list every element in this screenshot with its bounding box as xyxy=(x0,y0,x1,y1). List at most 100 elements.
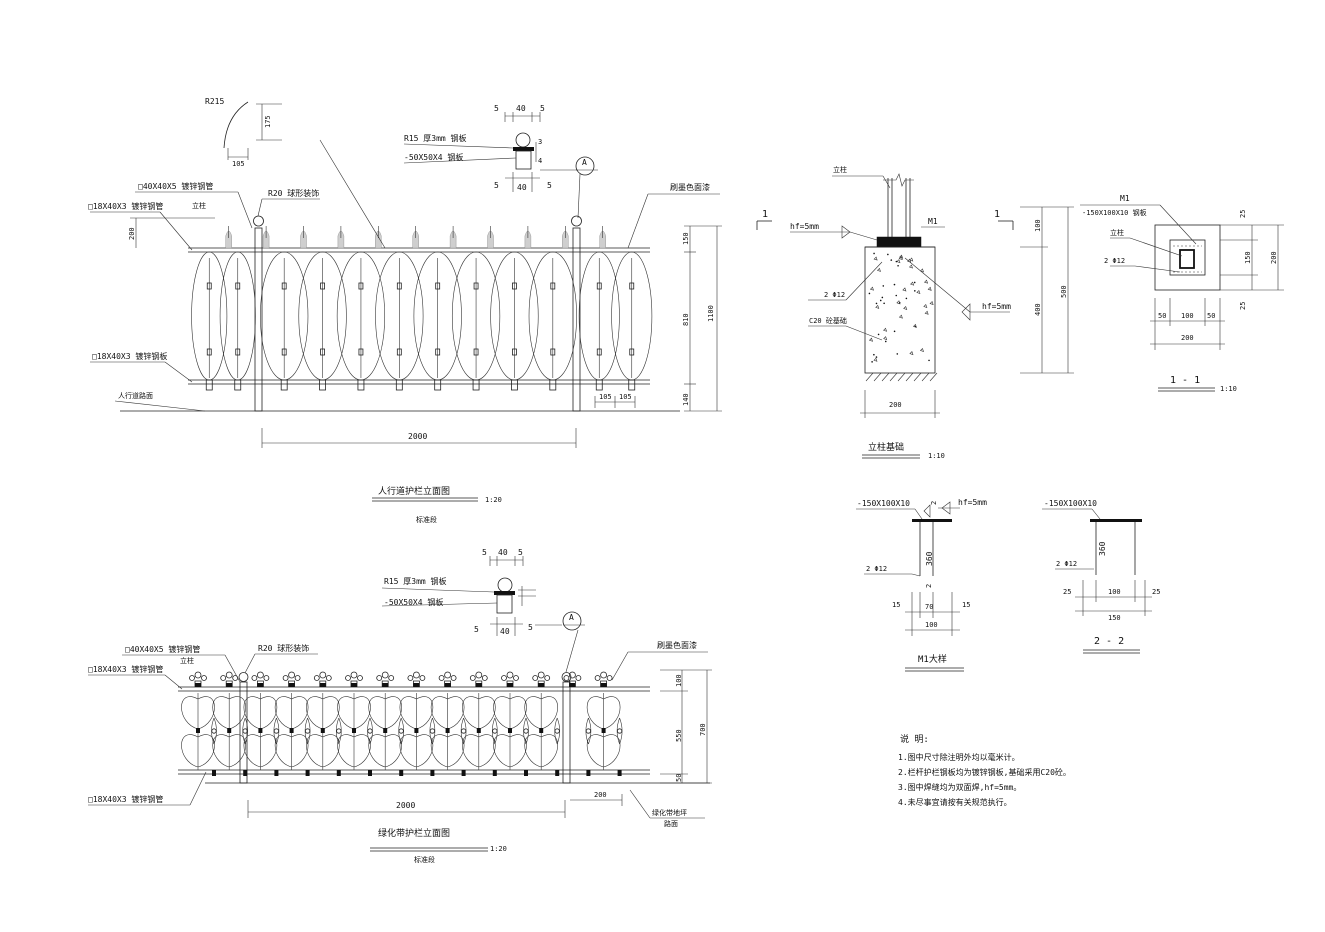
s22-label-100: 100 xyxy=(1108,588,1121,596)
detail2-angle: -50X50X4 钢板 xyxy=(384,597,443,607)
f-label-400: 400 xyxy=(1034,303,1042,316)
detail2-ball-plate: R15 厚3mm 钢板 xyxy=(384,576,447,586)
d2-label-700: 700 xyxy=(699,723,707,736)
section-mark-a1 xyxy=(575,156,595,176)
d2-label-2000: 2000 xyxy=(396,801,415,810)
f-label-rebar: 2 Φ12 xyxy=(824,291,845,299)
d2-label-550: 550 xyxy=(675,729,683,742)
d2-label-top-rail: □18X40X3 镀锌钢管 xyxy=(88,664,163,674)
detail2-d40: 40 xyxy=(498,548,508,557)
s11-label-150: 150 xyxy=(1244,251,1252,264)
heart-pattern xyxy=(181,693,623,776)
foundation-title: 立柱基础 xyxy=(868,441,904,453)
m1-detail: -150X100X10 2 hf=5mm 2 Φ12 360 2 15 70 1… xyxy=(856,498,987,672)
label-ball: R20 球形装饰 xyxy=(268,188,319,198)
d2-label-post-pipe: □40X40X5 镀锌钢管 xyxy=(125,644,200,654)
s22-label-rebar: 2 Φ12 xyxy=(1056,560,1077,568)
drawing2-scale: 1:20 xyxy=(490,845,507,853)
note-item-1: 1.图中尺寸除注明外均以毫米计。 xyxy=(898,752,1020,762)
label-105-top: 105 xyxy=(232,160,245,168)
plate-outline xyxy=(1154,224,1221,291)
ornament-pattern xyxy=(191,251,653,391)
fleur-row xyxy=(189,671,613,687)
label-bottom-rail: □18X40X3 镀锌钢板 xyxy=(92,351,167,361)
f-label-post: 立柱 xyxy=(833,165,847,174)
label-r215: R215 xyxy=(205,97,224,106)
d2-label-ground1: 绿化带地坪 xyxy=(652,808,687,817)
detail1-d5d: 5 xyxy=(547,181,552,190)
m1-label-15a: 15 xyxy=(892,601,900,609)
s11-scale: 1:10 xyxy=(1220,385,1237,393)
d2-label-bottom-rail: □18X40X3 镀锌钢管 xyxy=(88,794,163,804)
label-200: 200 xyxy=(128,227,136,240)
s22-label-25b: 25 xyxy=(1152,588,1160,596)
notes-heading: 说 明: xyxy=(900,733,929,745)
d2-label-50: 50 xyxy=(675,774,683,782)
label-175: 175 xyxy=(264,115,272,128)
s11-label-25a: 25 xyxy=(1239,210,1247,218)
f-label-concrete: C20 砼基础 xyxy=(809,316,847,325)
detail2-mark-a: A xyxy=(569,613,574,622)
drawing1-title: 人行道护栏立面图 xyxy=(378,485,450,497)
ball2-right xyxy=(561,672,572,682)
foundation-scale: 1:10 xyxy=(928,452,945,460)
greenbelt-railing-elevation: □40X40X5 镀锌钢管 立柱 □18X40X3 镀锌钢管 R20 球形装饰 … xyxy=(88,640,712,864)
s11-title: 1 - 1 xyxy=(1170,375,1200,386)
drawing2-title: 绿化带护栏立面图 xyxy=(378,827,450,839)
s11-label-200v: 200 xyxy=(1270,251,1278,264)
s22-title: 2 - 2 xyxy=(1094,636,1124,647)
detail2-d5a: 5 xyxy=(482,548,487,557)
detail1-d5b: 5 xyxy=(540,104,545,113)
d2-label-ground2: 路面 xyxy=(664,819,678,828)
d2-label-paint: 刷墨色面漆 xyxy=(657,640,697,650)
d2-label-200: 200 xyxy=(594,791,607,799)
soil-hatch xyxy=(865,372,938,382)
post-section xyxy=(1179,249,1195,269)
ball2-left xyxy=(238,672,249,682)
detail1-d40: 40 xyxy=(516,104,526,113)
m1-label-weld: 2 xyxy=(930,501,938,505)
m1-title: M1大样 xyxy=(918,653,947,665)
m1-label-15b: 15 xyxy=(962,601,970,609)
label-top-rail: □18X40X3 镀锌钢管 xyxy=(88,201,163,211)
label-105b: 105 xyxy=(619,393,632,401)
label-810: 810 xyxy=(682,313,690,326)
section-1-1: M1 -150X100X10 钢板 立柱 2 Φ12 25 150 200 25… xyxy=(1080,194,1284,393)
detail1-angle: -50X50X4 钢板 xyxy=(404,152,463,162)
label-2000: 2000 xyxy=(408,432,427,441)
note-item-4: 4.未尽事宜请按有关规范执行。 xyxy=(898,797,1012,807)
detail2-d5c: 5 xyxy=(474,625,479,634)
s22-label-360: 360 xyxy=(1098,541,1107,556)
d2-label-100: 100 xyxy=(675,674,683,687)
f-label-100: 100 xyxy=(1034,219,1042,232)
detail1-d40b: 40 xyxy=(517,183,527,192)
drawing2-sub: 标准段 xyxy=(414,855,435,864)
m1-label-100: 100 xyxy=(925,621,938,629)
post-left xyxy=(254,227,263,412)
f-label-200: 200 xyxy=(889,401,902,409)
label-post: 立柱 xyxy=(192,201,206,210)
post2-right xyxy=(562,681,571,784)
detail1-d3: 3 xyxy=(538,138,542,146)
s22-label-25a: 25 xyxy=(1063,588,1071,596)
detail2-d5d: 5 xyxy=(528,623,533,632)
m1-label-weld2: 2 xyxy=(925,584,933,588)
f-label-sec1b: 1 xyxy=(994,209,1000,220)
d2-label-ball: R20 球形装饰 xyxy=(258,643,309,653)
label-150: 150 xyxy=(682,232,690,245)
s11-label-200h: 200 xyxy=(1181,334,1194,342)
post-right xyxy=(572,227,581,412)
section-2-2: -150X100X10 2 Φ12 360 25 100 25 150 2 - … xyxy=(1042,499,1160,654)
f-label-m1: M1 xyxy=(928,217,938,226)
label-post-pipe: □40X40X5 镀锌钢管 xyxy=(138,181,213,191)
label-140: 140 xyxy=(682,393,690,406)
drawing1-scale: 1:20 xyxy=(485,496,502,504)
s11-label-50a: 50 xyxy=(1158,312,1166,320)
detail2-d5b: 5 xyxy=(518,548,523,557)
foundation-plate-m1 xyxy=(876,236,922,248)
s11-label-25b: 25 xyxy=(1239,302,1247,310)
detail1-d5c: 5 xyxy=(494,181,499,190)
s11-label-100: 100 xyxy=(1181,312,1194,320)
foundation-concrete xyxy=(864,246,936,374)
